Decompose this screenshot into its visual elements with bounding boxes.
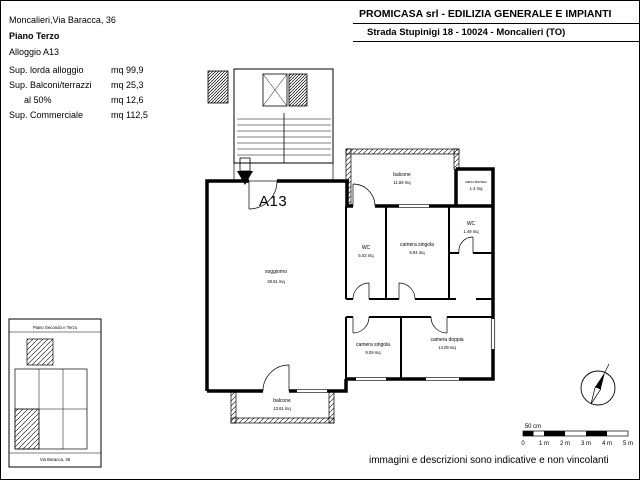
room-area-soggiorno: 38.51 mq (267, 279, 285, 284)
arrow-box (239, 157, 251, 172)
room-label-balcone-bottom: balcone (273, 398, 291, 404)
scale-subunit-label: 50 cm (525, 424, 541, 430)
room-label-wc-2: WC (467, 221, 476, 227)
stair-core (207, 68, 334, 182)
room-area-wc-1: 5.03 mq (358, 253, 374, 258)
inset-highlight-apartment (14, 408, 40, 450)
room-label-balcone-top: balcone (393, 172, 411, 178)
scale-tick: 2 m (560, 441, 570, 447)
floor-name: Piano Terzo (9, 31, 60, 41)
scale-tick: 5 m (623, 441, 633, 447)
surface-row-commercial: Sup. Commerciale mq 112,5 (9, 110, 219, 121)
elevator (262, 73, 288, 107)
company-name: PROMICASA srl - EDILIZIA GENERALE E IMPI… (353, 5, 639, 24)
balcony-parapets (230, 148, 460, 424)
unit-marker: A13 (237, 157, 287, 210)
shaft-hatched (207, 70, 229, 104)
room-label-vano-tecnico: vano tecnico (465, 180, 486, 184)
room-label-wc-1: WC (362, 245, 371, 251)
room-area-wc-2: 1.49 mq (463, 229, 479, 234)
surface-label: al 50% (24, 95, 52, 105)
surface-label: Sup. lorda alloggio (9, 65, 84, 75)
surface-row-balconies: Sup. Balconi/terrazzi mq 25,3 (9, 80, 219, 91)
entrance-arrow-icon (237, 171, 253, 185)
scale-tick: 4 m (602, 441, 612, 447)
room-area-camera-singola-bottom: 9.09 mq (365, 350, 381, 355)
surface-label: Sup. Balconi/terrazzi (9, 80, 92, 90)
inset-plan: Piano Secondo e Terzo Via Baracca, 36 (8, 318, 102, 468)
property-address: Moncalieri,Via Baracca, 36 (9, 15, 116, 25)
shaft-hatched (288, 73, 308, 107)
disclaimer-text: immagini e descrizioni sono indicative e… (369, 455, 609, 466)
room-labels: soggiorno 38.51 mq balcone 11.69 mq vano… (265, 172, 487, 411)
property-info: Moncalieri,Via Baracca, 36 Piano Terzo A… (9, 15, 219, 125)
inset-caption: Via Baracca, 36 (40, 457, 71, 462)
scale-tick: 0 (521, 441, 525, 447)
surface-value: mq 25,3 (111, 80, 144, 90)
doors (248, 180, 474, 392)
unit-name: Alloggio A13 (9, 47, 60, 57)
surface-value: mq 12,6 (111, 95, 144, 105)
room-area-vano-tecnico: 1.4 mq (470, 186, 483, 191)
inset-title: Piano Secondo e Terzo (33, 325, 78, 330)
room-area-balcone-top: 11.69 mq (393, 180, 411, 185)
surface-value: mq 112,5 (111, 110, 148, 120)
north-arrow-icon (580, 363, 616, 406)
room-area-camera-doppia: 14.09 mq (438, 345, 456, 350)
room-area-balcone-bottom: 13.61 mq (273, 406, 291, 411)
scale-tick: 1 m (539, 441, 549, 447)
company-header: PROMICASA srl - EDILIZIA GENERALE E IMPI… (353, 5, 639, 42)
surface-value: mq 99,9 (111, 65, 144, 75)
room-label-camera-singola-bottom: camera singola (356, 342, 390, 348)
scale-tick: 3 m (581, 441, 591, 447)
surface-label: Sup. Commerciale (9, 110, 84, 120)
room-label-camera-doppia: camera doppia (430, 337, 463, 343)
surface-row-half: al 50% mq 12,6 (9, 95, 219, 106)
windows (297, 203, 496, 394)
inset-highlight-unit (26, 338, 54, 366)
entrance-door (248, 180, 278, 210)
scale-bar: 50 cm 0 1 m 2 m 3 m 4 m 5 m (521, 424, 633, 447)
unit-label: A13 (259, 193, 287, 210)
room-area-camera-singola-top: 9.94 mq (409, 250, 425, 255)
room-label-soggiorno: soggiorno (265, 269, 287, 275)
surface-row-gross: Sup. lorda alloggio mq 99,9 (9, 65, 219, 76)
room-label-camera-singola-top: camera singola (400, 242, 434, 248)
company-address: Strada Stupinigi 18 - 10024 - Moncalieri… (353, 24, 639, 42)
